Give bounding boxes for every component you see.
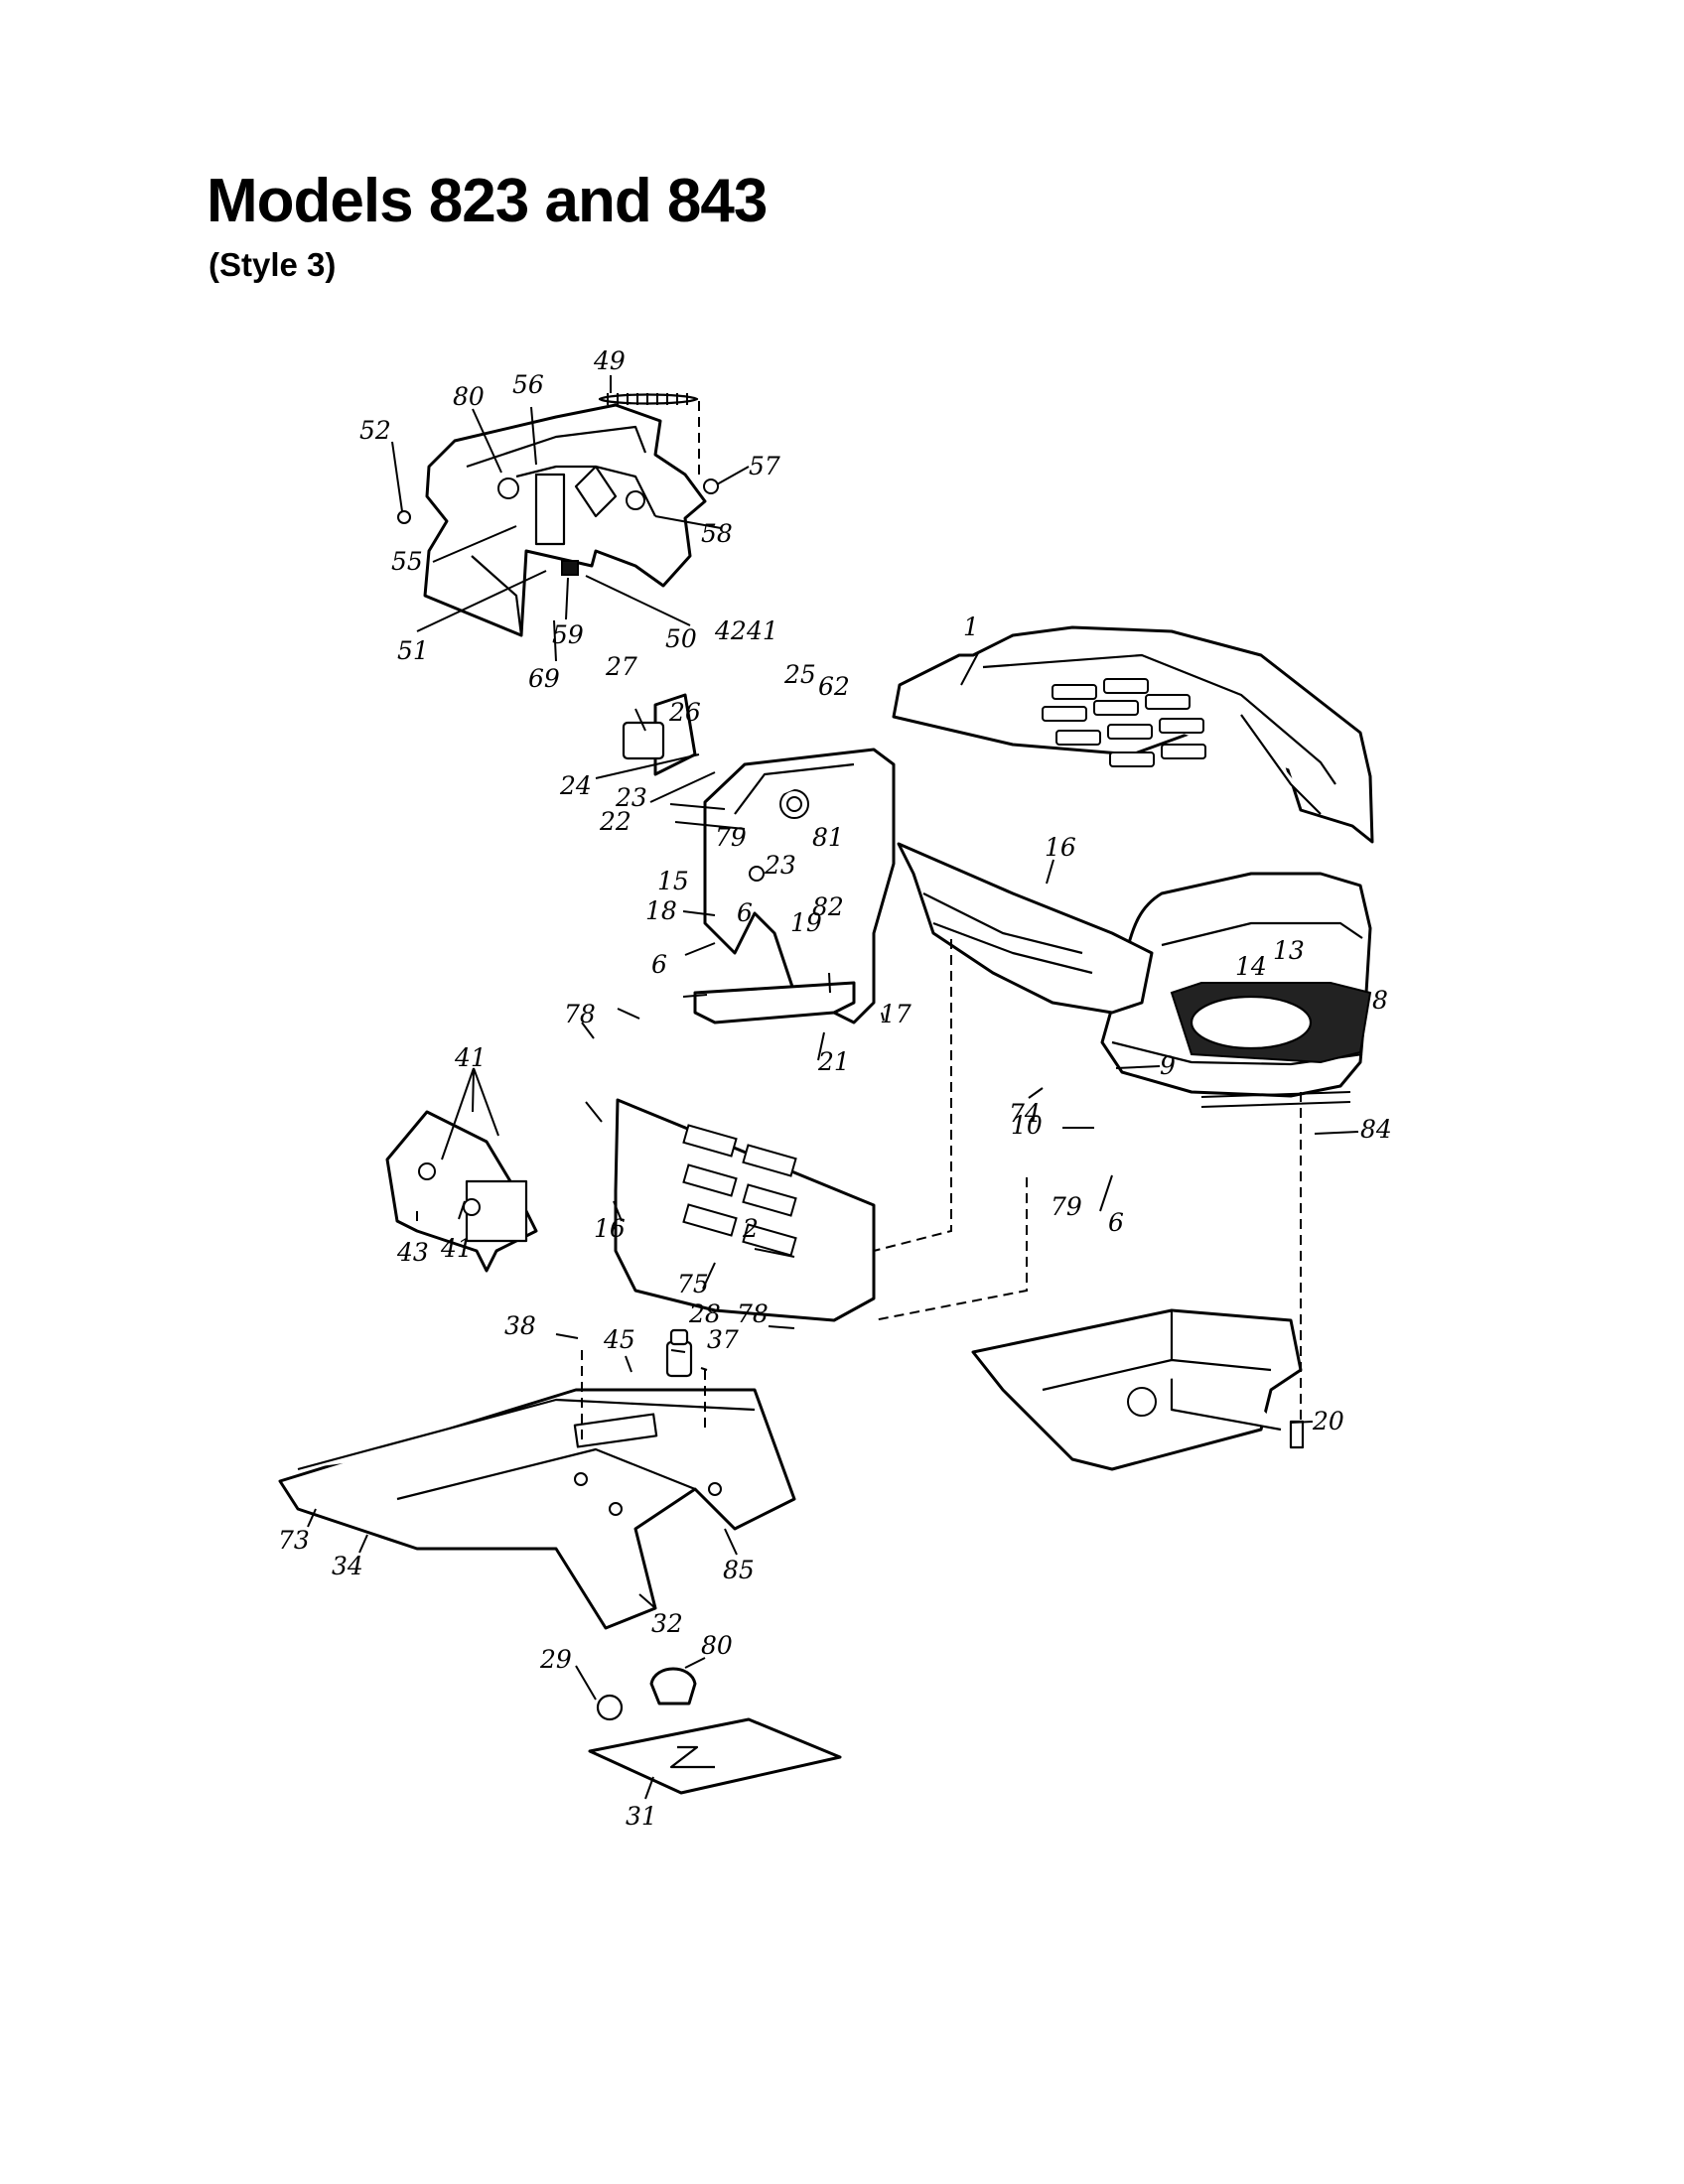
part-label: 16 <box>1045 833 1076 862</box>
knob <box>665 1328 693 1378</box>
part-label: 82 <box>812 892 844 921</box>
part-label: 31 <box>626 1802 657 1831</box>
part-label: 8 <box>1372 986 1388 1015</box>
part-label: 52 <box>359 416 391 445</box>
hood-nose <box>1100 872 1372 1108</box>
page-subtitle: (Style 3) <box>209 246 337 283</box>
part-label: 74 <box>1009 1099 1041 1128</box>
part-label: 45 <box>603 1325 635 1354</box>
part-label: 19 <box>790 908 822 937</box>
part-label: 24 <box>559 771 592 800</box>
part-label: 51 <box>397 636 429 665</box>
part-label: 58 <box>701 519 733 548</box>
hood-vents <box>1042 678 1206 767</box>
part-label: 25 <box>783 660 816 689</box>
part-label: 27 <box>605 652 637 681</box>
front-dash-panel <box>614 1098 876 1322</box>
cap <box>596 1694 624 1721</box>
part-label: 15 <box>657 867 689 895</box>
page-title: Models 823 and 843 <box>207 167 768 235</box>
part-label: 55 <box>391 547 423 576</box>
part-label: 32 <box>651 1609 683 1638</box>
part-label: 57 <box>749 452 780 480</box>
pad <box>588 1717 842 1795</box>
spring <box>598 393 700 477</box>
part-label: 85 <box>723 1556 755 1584</box>
part-label: 28 <box>688 1299 721 1328</box>
part-label: 41 <box>440 1234 473 1263</box>
bracket <box>693 981 856 1024</box>
part-label: 1 <box>963 613 979 641</box>
part-label: 6 <box>737 898 753 927</box>
fender <box>278 1388 796 1630</box>
part-label: 50 <box>665 624 697 653</box>
part-label: 75 <box>677 1270 709 1298</box>
part-label: 34 <box>332 1552 363 1580</box>
part-number-labels: 52 80 56 49 57 58 55 51 59 50 69 1 42 41… <box>278 346 1392 1831</box>
part-label: 6 <box>651 950 667 979</box>
part-label: 20 <box>1312 1407 1344 1435</box>
leader-lines <box>307 375 1359 1800</box>
part-label: 38 <box>504 1311 536 1340</box>
screw <box>397 510 411 524</box>
switch <box>622 721 665 760</box>
part-label: 13 <box>1273 936 1305 965</box>
part-label: 21 <box>817 1047 850 1076</box>
part-label: 62 <box>818 672 850 701</box>
part-label: 9 <box>1160 1051 1176 1080</box>
part-label: 79 <box>1051 1192 1082 1221</box>
part-label: 79 <box>715 823 747 852</box>
part-label: 41 <box>746 616 778 645</box>
side-panel <box>897 842 1154 1015</box>
knob-cap <box>649 1667 697 1706</box>
part-label: 29 <box>539 1645 572 1674</box>
hood <box>892 625 1374 844</box>
part-label: 80 <box>453 382 485 411</box>
part-label: 2 <box>742 1214 759 1243</box>
part-label: 56 <box>512 370 544 399</box>
part-label: 18 <box>645 896 677 925</box>
support-bracket <box>385 1110 538 1273</box>
part-label: 22 <box>599 807 632 836</box>
part-label: 43 <box>396 1238 429 1267</box>
bracket-assembly <box>622 693 896 1024</box>
part-label: 80 <box>701 1631 733 1660</box>
part-label: 81 <box>812 823 844 852</box>
part-label: 17 <box>880 1000 912 1028</box>
part-label: 16 <box>594 1214 626 1243</box>
part-label: 49 <box>593 346 626 375</box>
part-label: 41 <box>454 1043 487 1072</box>
part-label: 37 <box>707 1325 739 1354</box>
part-label: 84 <box>1360 1115 1392 1144</box>
part-label: 42 <box>714 616 747 645</box>
part-label: 69 <box>528 664 560 693</box>
part-label: 78 <box>737 1299 769 1328</box>
part-label: 78 <box>564 1000 596 1028</box>
part-label: 23 <box>764 851 796 880</box>
part-label: 59 <box>552 620 584 649</box>
part-label: 26 <box>668 698 701 727</box>
part-label: 10 <box>1011 1111 1043 1140</box>
part-label: 73 <box>278 1526 310 1555</box>
frame-section <box>971 1092 1305 1471</box>
part-label: 23 <box>615 783 647 812</box>
screw <box>703 478 719 494</box>
part-label: 14 <box>1235 952 1267 981</box>
dash-panel-assembly <box>423 403 707 637</box>
part-label: 6 <box>1108 1208 1124 1237</box>
